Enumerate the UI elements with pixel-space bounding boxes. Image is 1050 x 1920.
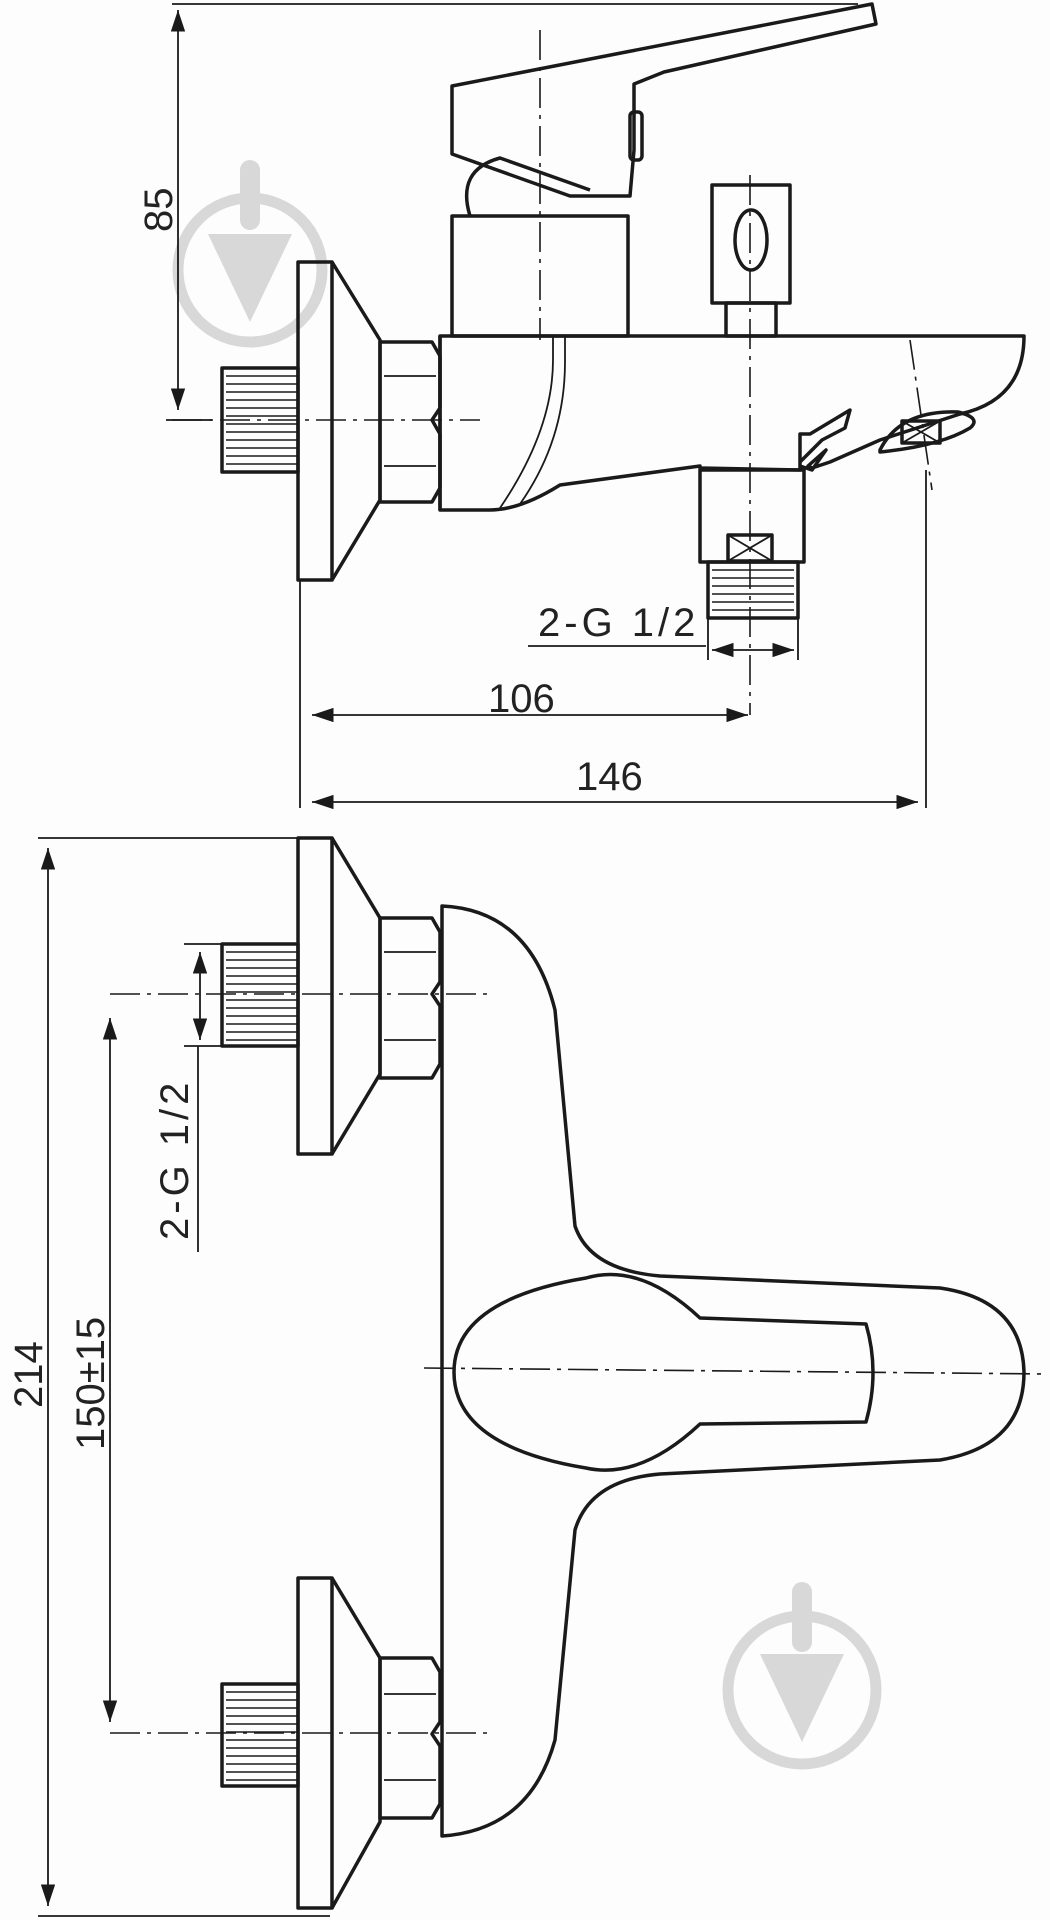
thread-label-side: 2-G 1/2: [538, 601, 699, 645]
width-total-label: 146: [576, 755, 643, 799]
height-top-label: 85: [137, 188, 181, 233]
download-watermark-icon: [172, 160, 328, 348]
download-watermark-icon: [722, 1582, 882, 1770]
thread-label-front: 2-G 1/2: [153, 1079, 197, 1240]
center-distance-label: 150±15: [69, 1317, 113, 1450]
height-total-label: 214: [7, 1341, 51, 1408]
width-center-label: 106: [488, 677, 555, 721]
front-view: 214 150±15 2-G 1/2: [7, 836, 1049, 1917]
side-view: 2-G 1/2 106 146 85: [137, 2, 1026, 810]
